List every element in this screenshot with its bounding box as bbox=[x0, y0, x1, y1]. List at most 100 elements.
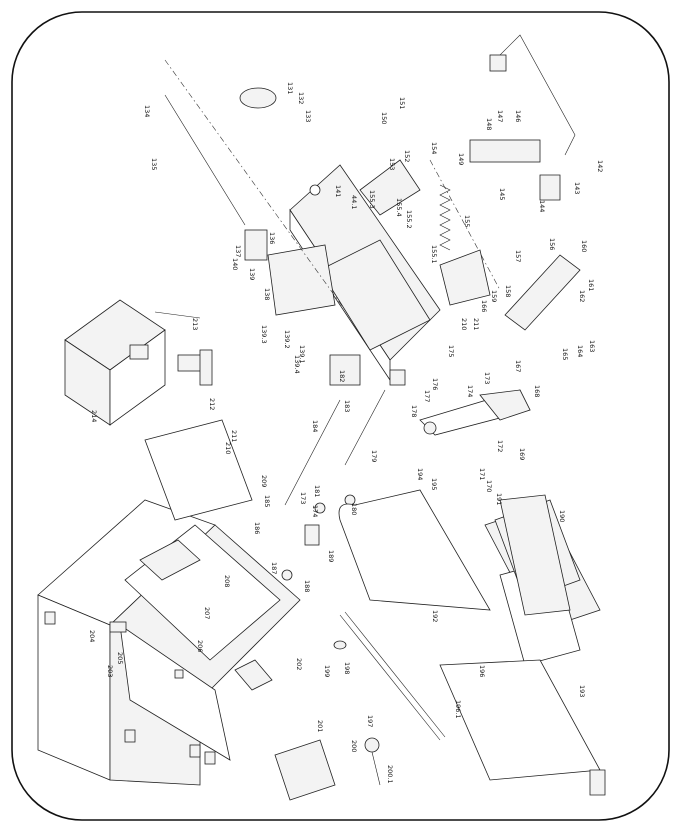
callout-144: 144 bbox=[538, 200, 546, 212]
callout-147: 147 bbox=[496, 110, 504, 122]
callout-163: 163 bbox=[588, 340, 596, 352]
rod-184 bbox=[284, 399, 341, 506]
callout-151: 151 bbox=[398, 97, 406, 109]
callout-166: 166 bbox=[480, 300, 488, 312]
callout-183: 183 bbox=[343, 400, 351, 412]
callout-211b: 211 bbox=[472, 318, 480, 330]
rod-135 bbox=[164, 94, 246, 226]
rail-197 bbox=[339, 614, 441, 741]
tray-190 bbox=[499, 494, 571, 616]
cover-201 bbox=[274, 739, 336, 801]
callout-212: 212 bbox=[208, 398, 216, 410]
stand-cover-panel bbox=[144, 419, 253, 521]
callout-143: 143 bbox=[573, 182, 581, 194]
callout-171: 171 bbox=[478, 468, 486, 480]
callout-137: 137 bbox=[234, 245, 242, 257]
knob-131 bbox=[239, 87, 277, 109]
callout-191: 191 bbox=[495, 493, 503, 505]
callout-173b: 173 bbox=[299, 492, 307, 504]
callout-158: 158 bbox=[504, 285, 512, 297]
callout-155-1: 155.1 bbox=[430, 245, 438, 264]
callout-148: 148 bbox=[485, 118, 493, 130]
block-166 bbox=[439, 249, 491, 306]
callout-172: 172 bbox=[496, 440, 504, 452]
callout-170: 170 bbox=[485, 480, 493, 492]
callout-145: 145 bbox=[498, 188, 506, 200]
callout-200: 200 bbox=[350, 740, 358, 752]
cabinet-assembly bbox=[37, 499, 301, 786]
callout-201: 201 bbox=[316, 720, 324, 732]
callout-179: 179 bbox=[370, 450, 378, 462]
callout-189: 189 bbox=[327, 550, 335, 562]
bracket-136 bbox=[244, 229, 268, 261]
callout-187: 187 bbox=[270, 562, 278, 574]
callout-194: 194 bbox=[416, 468, 424, 480]
diagram-frame bbox=[11, 11, 670, 821]
callout-139: 139 bbox=[248, 268, 256, 280]
callout-174b: 174 bbox=[311, 505, 319, 517]
callout-182: 182 bbox=[338, 370, 346, 382]
arm-169 bbox=[419, 389, 531, 436]
callout-210b: 210 bbox=[460, 318, 468, 330]
callout-176: 176 bbox=[431, 378, 439, 390]
callout-180: 180 bbox=[350, 503, 358, 515]
callout-162: 162 bbox=[578, 290, 586, 302]
callout-200-1: 200.1 bbox=[386, 765, 394, 784]
callout-186: 186 bbox=[253, 522, 261, 534]
bushing-189 bbox=[304, 524, 320, 546]
callout-135: 135 bbox=[150, 158, 158, 170]
callout-131: 131 bbox=[286, 82, 294, 94]
callout-141: 141 bbox=[334, 185, 342, 197]
callout-169: 169 bbox=[518, 448, 526, 460]
callout-197: 197 bbox=[366, 715, 374, 727]
callout-190: 190 bbox=[558, 510, 566, 522]
handle-assembly bbox=[469, 34, 576, 201]
guard-assembly bbox=[338, 489, 606, 796]
callout-203: 203 bbox=[106, 665, 114, 677]
main-bed-assembly bbox=[267, 159, 441, 386]
callout-139-1: 139.1 bbox=[298, 345, 306, 364]
callout-205: 205 bbox=[116, 652, 124, 664]
callout-149: 149 bbox=[457, 153, 465, 165]
callout-44-1: 44.1 bbox=[350, 195, 358, 209]
callout-174a: 174 bbox=[466, 385, 474, 397]
callout-173a: 173 bbox=[483, 372, 491, 384]
callout-210: 210 bbox=[224, 442, 232, 454]
callout-154: 154 bbox=[430, 142, 438, 154]
callout-165: 165 bbox=[561, 348, 569, 360]
callout-164: 164 bbox=[576, 345, 584, 357]
callout-152: 152 bbox=[403, 150, 411, 162]
motor-housing bbox=[64, 299, 213, 426]
callout-142: 142 bbox=[596, 160, 604, 172]
callout-175: 175 bbox=[447, 345, 455, 357]
callout-209: 209 bbox=[260, 475, 268, 487]
callout-134: 134 bbox=[143, 105, 151, 117]
callout-188: 188 bbox=[303, 580, 311, 592]
callout-213: 213 bbox=[191, 318, 199, 330]
callout-139-4: 139.4 bbox=[293, 355, 301, 374]
callout-139-3: 139.3 bbox=[260, 325, 268, 344]
callout-156: 156 bbox=[548, 238, 556, 250]
callout-150: 150 bbox=[380, 112, 388, 124]
callout-146: 146 bbox=[514, 110, 522, 122]
callout-155: 155 bbox=[463, 215, 471, 227]
callout-193: 193 bbox=[578, 685, 586, 697]
callout-161: 161 bbox=[587, 279, 595, 291]
callout-184: 184 bbox=[311, 420, 319, 432]
callout-138: 138 bbox=[263, 288, 271, 300]
callout-136: 136 bbox=[268, 232, 276, 244]
callout-192: 192 bbox=[431, 610, 439, 622]
callout-160: 160 bbox=[580, 240, 588, 252]
callout-185: 185 bbox=[263, 495, 271, 507]
callout-153: 153 bbox=[388, 158, 396, 170]
callout-168: 168 bbox=[533, 385, 541, 397]
callout-167: 167 bbox=[514, 360, 522, 372]
callout-178: 178 bbox=[410, 405, 418, 417]
callout-177: 177 bbox=[423, 390, 431, 402]
callout-196-1: 196.1 bbox=[454, 700, 462, 719]
callout-214: 214 bbox=[90, 410, 98, 422]
knob-198 bbox=[333, 640, 347, 650]
callout-139-2: 139.2 bbox=[283, 330, 291, 349]
